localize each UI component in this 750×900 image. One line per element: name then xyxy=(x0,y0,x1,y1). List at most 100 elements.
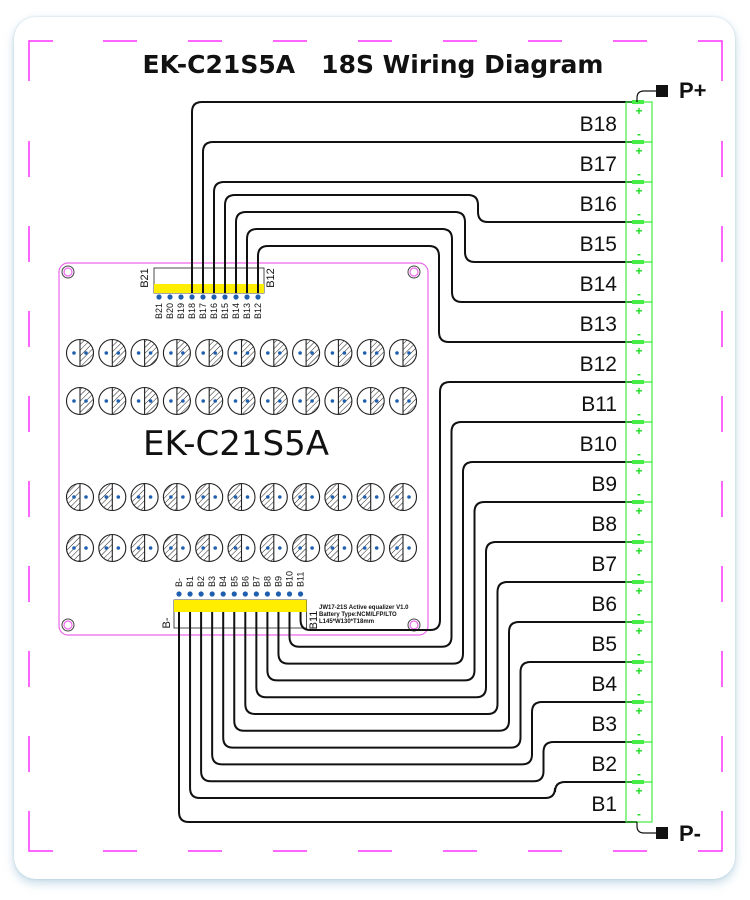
capacitor-icon xyxy=(292,482,321,512)
pin-label: B20 xyxy=(165,303,175,319)
pin-dot[interactable] xyxy=(275,591,282,597)
capacitor-icon xyxy=(98,338,127,368)
pin-dot[interactable] xyxy=(187,591,193,597)
pin-dot[interactable] xyxy=(253,591,259,597)
cell-label: B17 xyxy=(580,153,617,176)
pin-dot[interactable] xyxy=(220,591,226,597)
pin-dot[interactable] xyxy=(189,294,195,300)
capacitor-icon xyxy=(98,533,127,563)
pin-dot[interactable] xyxy=(233,294,239,300)
cell-negative-sign: - xyxy=(637,647,641,661)
cut-corner xyxy=(698,811,723,852)
mount-hole-icon xyxy=(61,618,75,632)
cell-label: B1 xyxy=(591,793,617,816)
capacitor-icon xyxy=(356,338,385,368)
balance-wire xyxy=(277,461,632,665)
pin-label: B18 xyxy=(187,303,197,319)
pin-dot[interactable] xyxy=(244,294,250,300)
diagram-title: EK-C21S5A 18S Wiring Diagram xyxy=(143,50,604,79)
battery-cell: +-B6 xyxy=(591,580,653,623)
capacitor-icon xyxy=(162,386,191,416)
capacitor-icon xyxy=(292,533,321,563)
cell-label: B14 xyxy=(580,273,618,296)
pin-dot[interactable] xyxy=(255,294,261,300)
pin-dot[interactable] xyxy=(242,591,248,597)
cell-positive-sign: + xyxy=(635,264,642,278)
cell-positive-sign: + xyxy=(635,504,642,518)
cell-positive-sign: + xyxy=(635,744,642,758)
balance-wire xyxy=(178,612,637,823)
pin-dot[interactable] xyxy=(156,294,162,300)
pin-dot[interactable] xyxy=(178,294,184,300)
pin-dot[interactable] xyxy=(198,591,204,597)
pin-label: B7 xyxy=(251,576,261,587)
pin-label: B21 xyxy=(154,303,164,319)
balance-wire xyxy=(233,612,632,732)
capacitor-icon xyxy=(195,482,224,512)
balance-wire xyxy=(200,612,632,783)
capacitor-icon xyxy=(98,482,127,512)
cell-label: B11 xyxy=(581,393,617,416)
pin-dot[interactable] xyxy=(176,591,182,597)
cell-positive-sign: + xyxy=(635,624,642,638)
pin-label: B11 xyxy=(296,572,306,587)
pin-dot[interactable] xyxy=(167,294,173,300)
cell-label: B8 xyxy=(591,513,617,536)
capacitor-icon xyxy=(324,338,353,368)
cell-negative-sign: - xyxy=(637,487,641,501)
cell-negative-sign: - xyxy=(637,607,641,621)
connector-bar xyxy=(154,284,264,293)
capacitor-icon xyxy=(195,338,224,368)
battery-cell: +-B16 xyxy=(580,180,653,223)
pin-label: B16 xyxy=(209,303,219,319)
cell-negative-sign: - xyxy=(637,367,641,381)
battery-cell: +-B18 xyxy=(580,100,653,143)
pin-label: B- xyxy=(174,578,184,587)
board-info: JW17-21S Active equalizer V1.0 Battery T… xyxy=(319,605,409,625)
balance-wire xyxy=(191,101,632,293)
pin-dot[interactable] xyxy=(286,591,293,597)
info-line-3: L145*W130*T18mm xyxy=(319,619,374,625)
battery-cell: +-B8 xyxy=(591,500,653,543)
cell-negative-sign: - xyxy=(637,807,641,821)
battery-cell: +-B10 xyxy=(580,420,653,463)
connector-right-label: B11 xyxy=(308,611,320,630)
pin-label: B10 xyxy=(285,571,295,587)
pin-label: B14 xyxy=(231,303,241,319)
pin-dot[interactable] xyxy=(200,294,206,300)
capacitor-icon xyxy=(130,338,159,368)
battery-cell: +-B17 xyxy=(580,140,653,183)
terminal-negative[interactable]: P- xyxy=(636,821,701,846)
cell-positive-sign: + xyxy=(635,104,642,118)
pin-dot[interactable] xyxy=(231,591,237,597)
cell-label: B15 xyxy=(580,233,617,256)
capacitor-icon xyxy=(162,338,191,368)
capacitor-icon xyxy=(356,533,385,563)
pin-label: B8 xyxy=(262,576,272,587)
capacitor-icon xyxy=(324,386,353,416)
cell-positive-sign: + xyxy=(635,344,642,358)
balance-wire xyxy=(222,612,632,749)
balance-wires xyxy=(178,101,637,823)
mount-hole-icon xyxy=(407,265,421,279)
pin-dot[interactable] xyxy=(264,591,270,597)
capacitor-icon xyxy=(324,482,353,512)
pin-dot[interactable] xyxy=(209,591,215,597)
battery-cell: +-B7 xyxy=(591,540,653,583)
capacitor-icon xyxy=(292,386,321,416)
terminal-positive[interactable]: P+ xyxy=(636,78,707,103)
pin-dot[interactable] xyxy=(211,294,217,300)
capacitor-icon xyxy=(259,338,288,368)
info-line-2: Battery Type:NCM/LFP/LTO xyxy=(319,612,397,618)
pin-dot[interactable] xyxy=(297,591,304,597)
balance-wire xyxy=(266,501,632,682)
cell-positive-sign: + xyxy=(635,304,642,318)
cell-negative-sign: - xyxy=(637,567,641,581)
connector-bar xyxy=(174,600,307,612)
pin-dot[interactable] xyxy=(222,294,228,300)
balance-wire xyxy=(235,211,632,293)
capacitor-icon xyxy=(65,533,95,563)
capacitor-icon xyxy=(388,386,418,416)
capacitor-icon xyxy=(259,386,288,416)
